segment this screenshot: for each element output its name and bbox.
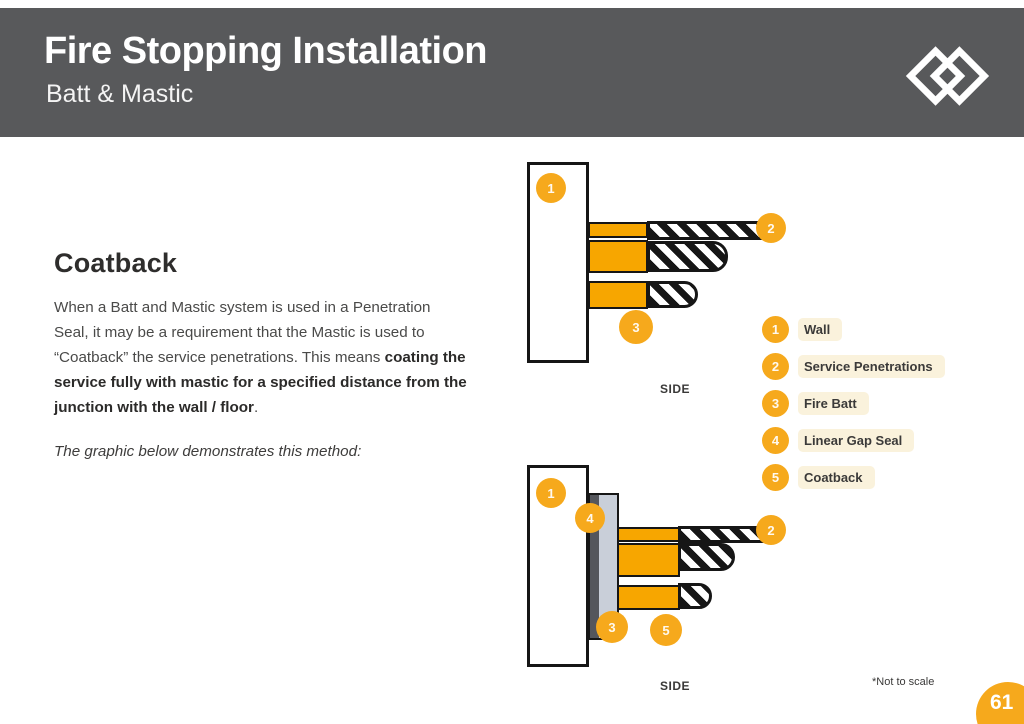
service-pipe <box>647 281 698 308</box>
page-number-circle: 61 <box>976 682 1024 724</box>
legend-label: Coatback <box>798 466 875 489</box>
interlocking-diamonds-logo-icon <box>905 46 989 106</box>
legend-item-coatback: 5 Coatback <box>762 464 875 491</box>
legend-label: Service Penetrations <box>798 355 945 378</box>
fire-batt-block <box>588 281 648 309</box>
side-view-label: SIDE <box>659 382 690 396</box>
legend-item-fire-batt: 3 Fire Batt <box>762 390 869 417</box>
legend-label: Fire Batt <box>798 392 869 415</box>
coatback-block <box>617 527 680 542</box>
badge-service-penetrations: 2 <box>756 515 786 545</box>
page-title: Fire Stopping Installation <box>44 30 488 72</box>
italic-note: The graphic below demonstrates this meth… <box>54 443 362 460</box>
badge-service-penetrations: 2 <box>756 213 786 243</box>
service-pipe <box>647 241 728 272</box>
badge-coatback: 5 <box>650 614 682 646</box>
page-subtitle: Batt & Mastic <box>46 80 194 108</box>
coatback-block <box>617 543 680 577</box>
page-number: 61 <box>990 691 1014 714</box>
body-paragraph-suffix: . <box>253 399 259 416</box>
fire-batt-block <box>588 222 648 238</box>
legend-badge: 1 <box>762 316 789 343</box>
service-pipe <box>678 583 712 609</box>
body-paragraph-normal: When a Batt and Mastic system is used in… <box>54 299 431 366</box>
legend-badge: 4 <box>762 427 789 454</box>
legend-badge: 2 <box>762 353 789 380</box>
legend-badge: 3 <box>762 390 789 417</box>
legend-label: Linear Gap Seal <box>798 429 915 452</box>
service-pipe <box>678 543 735 571</box>
body-paragraph: When a Batt and Mastic system is used in… <box>54 295 468 420</box>
header-band: Fire Stopping Installation Batt & Mastic <box>0 8 1024 137</box>
badge-wall: 1 <box>536 478 566 508</box>
badge-wall: 1 <box>536 173 566 203</box>
legend-badge: 5 <box>762 464 789 491</box>
badge-fire-batt: 3 <box>596 611 628 643</box>
legend-item-service-penetrations: 2 Service Penetrations <box>762 353 945 380</box>
coatback-block <box>617 585 680 610</box>
legend-label: Wall <box>798 318 843 341</box>
side-view-label: SIDE <box>659 679 690 693</box>
not-to-scale-note: *Not to scale <box>872 676 935 688</box>
body-paragraph-bold: coating the service fully with mastic fo… <box>54 349 467 416</box>
badge-linear-gap-seal: 4 <box>575 503 605 533</box>
badge-fire-batt: 3 <box>619 310 653 344</box>
wall-rect <box>527 465 589 667</box>
section-heading: Coatback <box>54 248 178 278</box>
legend-item-wall: 1 Wall <box>762 316 843 343</box>
fire-batt-block <box>588 240 648 273</box>
legend-item-linear-gap-seal: 4 Linear Gap Seal <box>762 427 915 454</box>
